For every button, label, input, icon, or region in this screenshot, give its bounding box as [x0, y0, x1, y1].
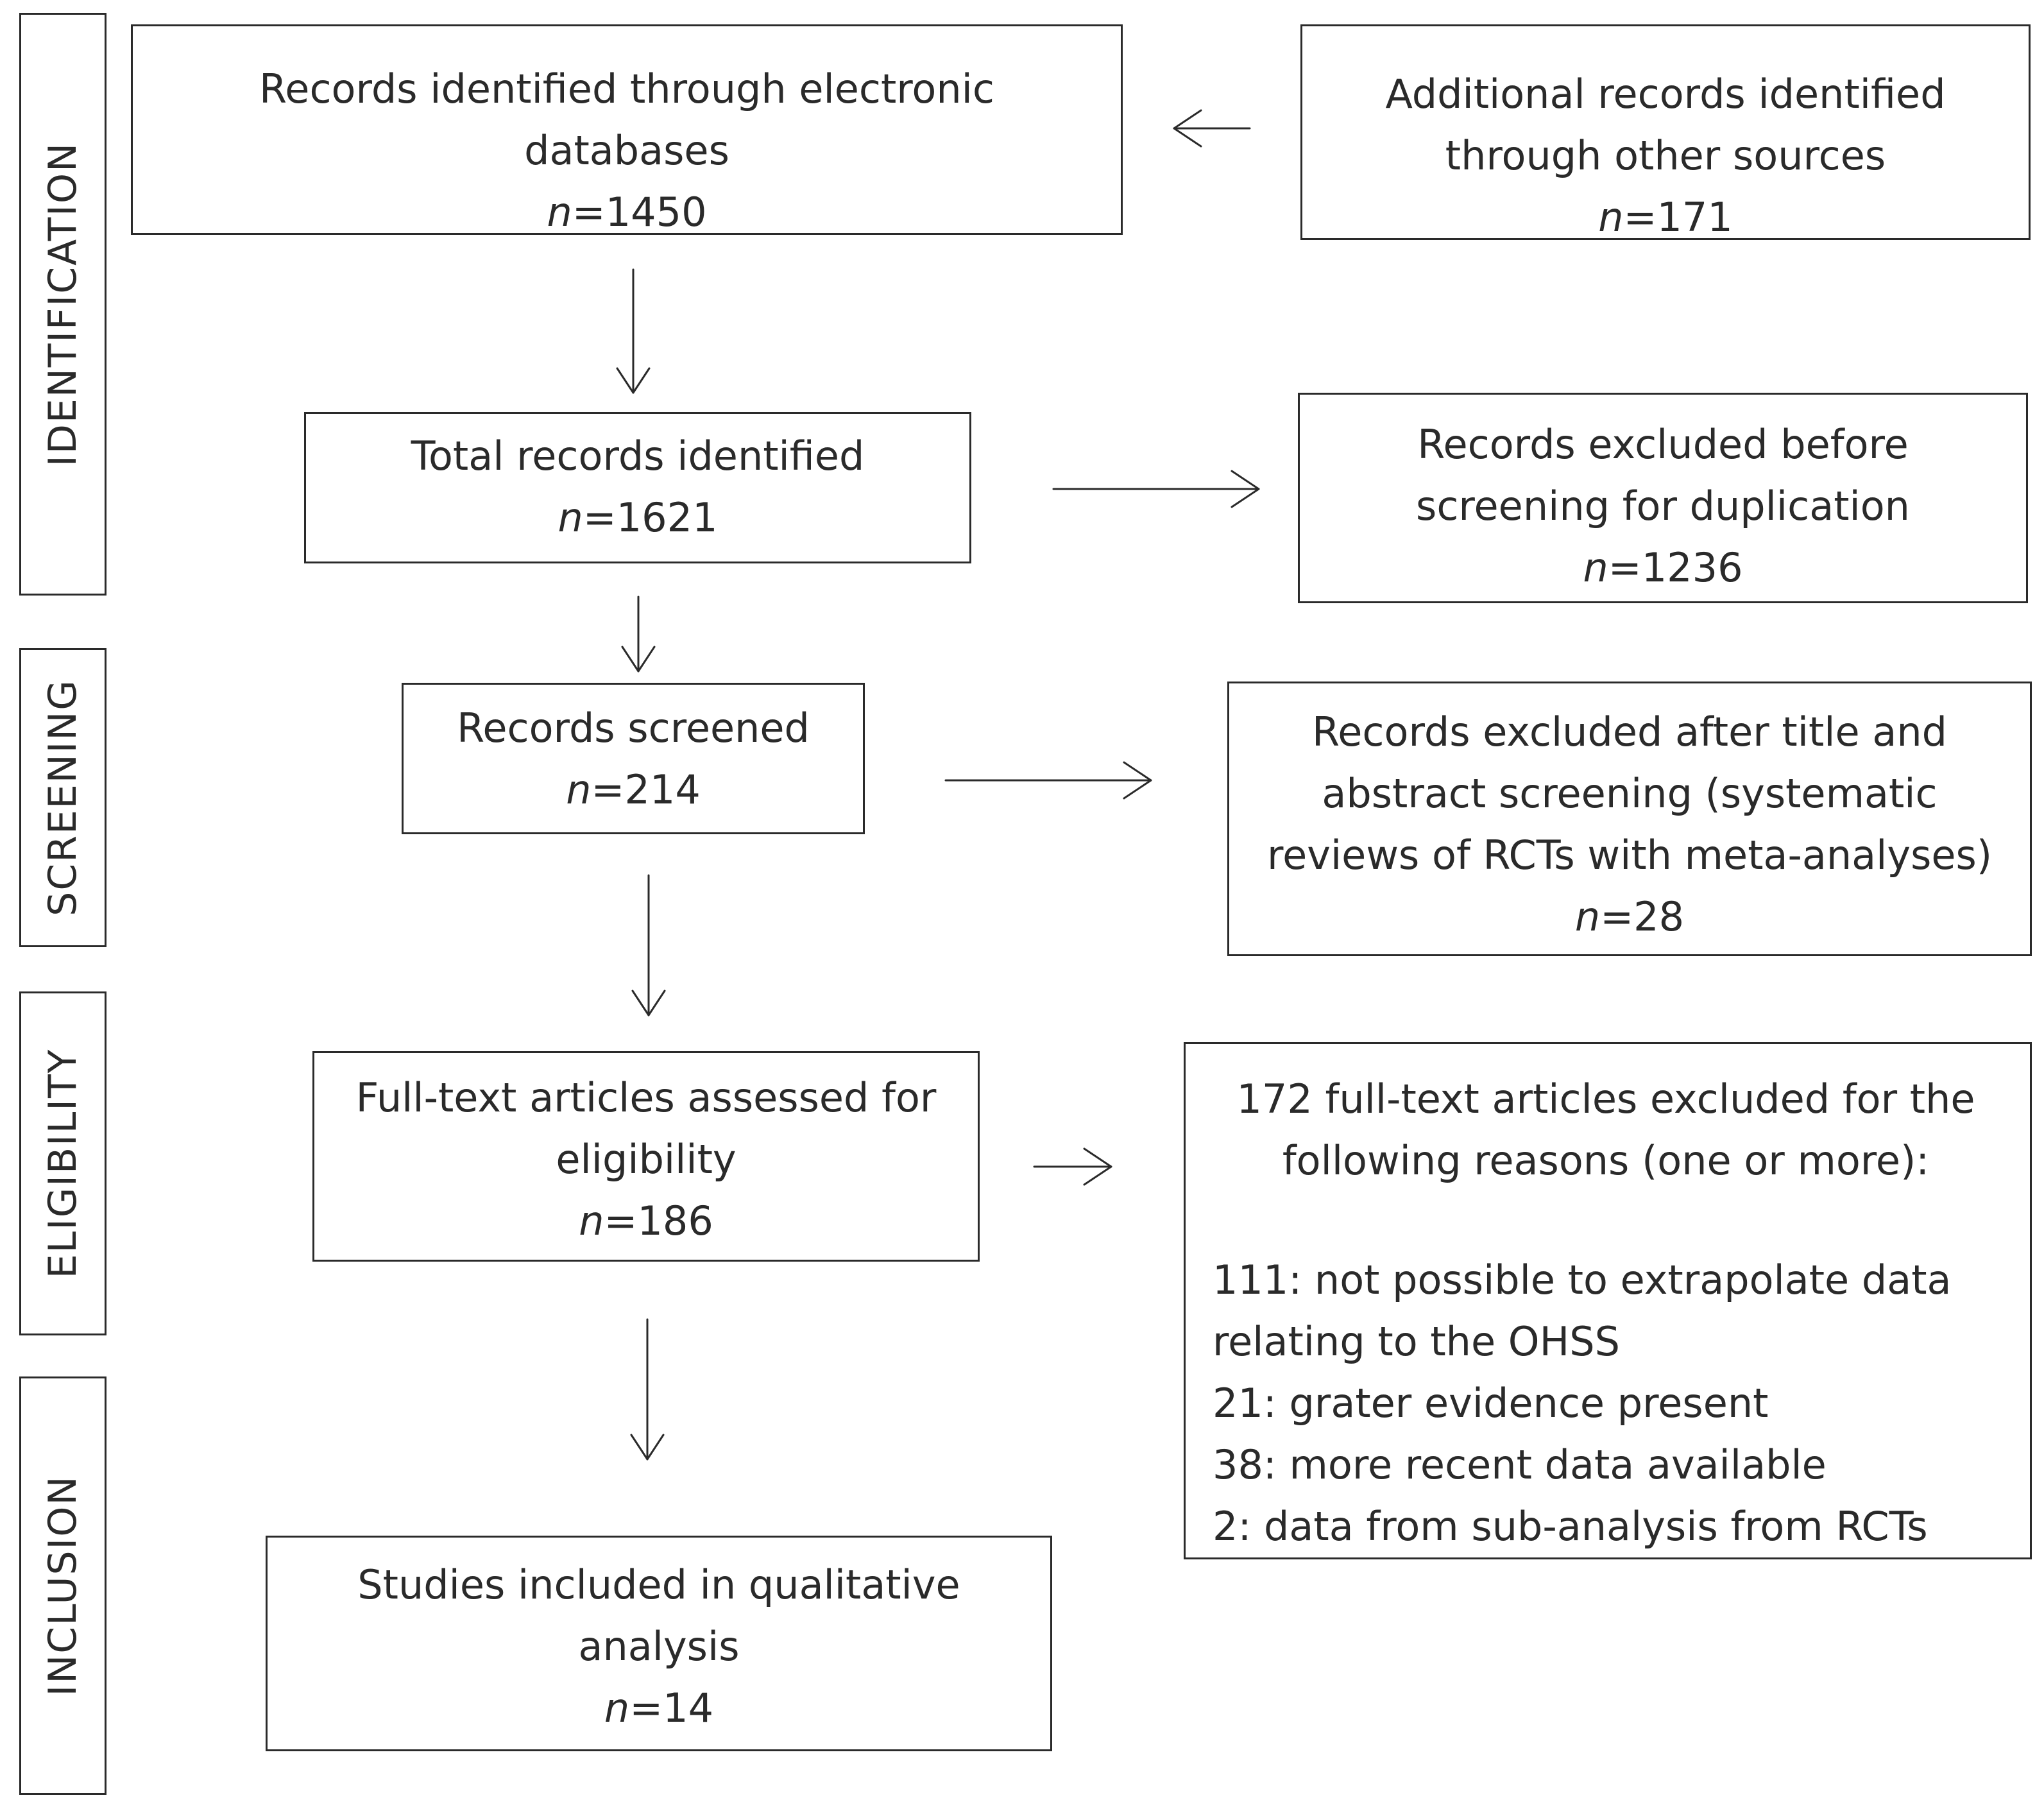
box-excluded-fulltext: 172 full-text articles excluded for the … — [1184, 1042, 2032, 1559]
count-value: =14 — [629, 1685, 714, 1731]
box-duplicates-line2: screening for duplication — [1416, 483, 1910, 529]
n-symbol: n — [579, 1197, 604, 1244]
arrow-right — [1033, 1147, 1112, 1186]
box-electronic-records: Records identified through electronic da… — [131, 24, 1123, 236]
count-value: =186 — [604, 1197, 713, 1244]
n-symbol: n — [547, 189, 572, 236]
count-value: =1236 — [1608, 544, 1743, 591]
count-value: =214 — [591, 766, 701, 813]
box-screened-line1: Records screened — [457, 705, 810, 751]
box-fulltext-assessed: Full-text articles assessed for eligibil… — [312, 1051, 980, 1262]
box-title-line1: Records excluded after title and — [1311, 708, 1947, 755]
box-electronic-count: n=1450 — [547, 182, 706, 243]
reason-item: 21: grater evidence present — [1213, 1380, 1769, 1427]
box-title-line3: reviews of RCTs with meta-analyses) — [1266, 832, 1993, 879]
box-electronic-line1: Records identified through electronic — [259, 65, 994, 112]
n-symbol: n — [604, 1685, 630, 1731]
count-value: =1621 — [583, 494, 718, 541]
n-symbol: n — [558, 494, 583, 541]
box-fulltext-count: n=186 — [579, 1190, 713, 1252]
arrow-right — [944, 761, 1152, 800]
count-value: =28 — [1600, 893, 1685, 940]
stage-inclusion: INCLUSION — [19, 1376, 106, 1795]
box-total-count: n=1621 — [558, 487, 717, 549]
box-fulltext-line2: eligibility — [556, 1136, 737, 1183]
stage-eligibility: ELIGIBILITY — [19, 991, 106, 1335]
box-included-line2: analysis — [578, 1623, 740, 1670]
arrow-down — [616, 268, 651, 394]
box-total-records: Total records identified n=1621 — [304, 412, 971, 563]
arrow-right — [1052, 470, 1260, 508]
arrow-down — [631, 874, 666, 1016]
reason-item: 2: data from sub-analysis from RCTs — [1213, 1503, 1928, 1550]
reason-item: 111: not possible to extrapolate data — [1213, 1256, 1952, 1303]
n-symbol: n — [566, 766, 592, 813]
box-duplicates-line1: Records excluded before — [1417, 421, 1909, 468]
box-reasons-line2: following reasons (one or more): — [1282, 1137, 1930, 1184]
box-excluded-title-abstract: Records excluded after title and abstrac… — [1227, 682, 2032, 956]
stage-screening: SCREENING — [19, 648, 106, 947]
box-screened-count: n=214 — [566, 759, 701, 821]
n-symbol: n — [1583, 544, 1608, 591]
box-total-line1: Total records identified — [411, 433, 865, 479]
box-title-count: n=28 — [1575, 886, 1684, 948]
arrow-down — [621, 596, 656, 673]
box-excluded-duplicates: Records excluded before screening for du… — [1298, 393, 2028, 603]
box-duplicates-count: n=1236 — [1583, 537, 1742, 599]
n-symbol: n — [1574, 893, 1601, 940]
box-reasons-line1: 172 full-text articles excluded for the — [1236, 1076, 1975, 1122]
reason-item: relating to the OHSS — [1213, 1318, 1620, 1365]
count-value: =1450 — [572, 189, 707, 236]
box-included-line1: Studies included in qualitative — [357, 1561, 960, 1608]
box-included-count: n=14 — [604, 1677, 713, 1739]
box-records-screened: Records screened n=214 — [402, 683, 865, 834]
n-symbol: n — [1598, 194, 1624, 241]
count-value: =171 — [1623, 194, 1733, 241]
stage-identification: IDENTIFICATION — [19, 13, 106, 596]
box-electronic-line2: databases — [524, 127, 729, 174]
arrow-down — [630, 1318, 665, 1461]
box-other-line2: through other sources — [1445, 132, 1886, 179]
box-studies-included: Studies included in qualitative analysis… — [266, 1536, 1052, 1751]
box-fulltext-line1: Full-text articles assessed for — [355, 1074, 937, 1121]
box-other-sources: Additional records identified through ot… — [1300, 24, 2031, 241]
box-title-line2: abstract screening (systematic — [1322, 770, 1938, 817]
reason-item: 38: more recent data available — [1213, 1441, 1827, 1488]
arrow-left — [1173, 109, 1251, 148]
box-other-count: n=171 — [1598, 187, 1733, 248]
box-other-line1: Additional records identified — [1385, 71, 1946, 117]
